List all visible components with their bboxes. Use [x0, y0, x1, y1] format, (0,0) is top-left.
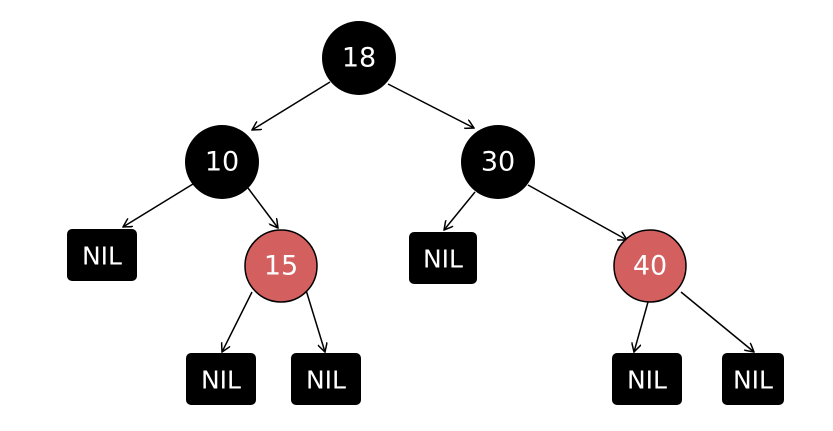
nil-box [291, 353, 361, 405]
node-30-circle [461, 125, 535, 199]
node-18: 18 [322, 21, 396, 95]
edges [123, 81, 754, 352]
nil-leaf-15-right: NIL [291, 353, 361, 405]
edge-10-15 [247, 187, 278, 228]
node-40: 40 [613, 229, 687, 303]
edge-10-nil-left [123, 183, 194, 227]
edge-40-nil-right [680, 291, 754, 352]
nil-box [186, 353, 256, 405]
node-10-circle [185, 125, 259, 199]
nil-leaf-40-right: NIL [722, 353, 784, 405]
node-10: 10 [185, 125, 259, 199]
node-10-label: 10 [205, 147, 239, 178]
nil-leaf-30-left: NIL [409, 232, 477, 284]
nil-box [409, 232, 477, 284]
nil-box [612, 353, 682, 405]
edge-18-30 [387, 83, 474, 128]
node-40-label: 40 [633, 251, 667, 282]
node-30-label: 30 [481, 147, 515, 178]
edge-15-nil-left [222, 291, 253, 352]
node-15-label: 15 [264, 251, 298, 282]
node-15-circle [244, 229, 318, 303]
edge-18-10 [252, 81, 331, 130]
nil-label: NIL [82, 242, 122, 271]
node-18-label: 18 [342, 43, 376, 74]
edge-15-nil-right [305, 289, 325, 352]
nil-label: NIL [201, 366, 241, 395]
node-15: 15 [244, 229, 318, 303]
nil-label: NIL [733, 366, 773, 395]
edge-30-40 [527, 184, 627, 240]
nil-label: NIL [306, 366, 346, 395]
nil-label: NIL [627, 366, 667, 395]
node-18-circle [322, 21, 396, 95]
nil-box [722, 353, 784, 405]
edge-40-nil-left [634, 301, 649, 352]
nil-leaf-15-left: NIL [186, 353, 256, 405]
node-30: 30 [461, 125, 535, 199]
nil-label: NIL [423, 245, 463, 274]
node-40-circle [613, 229, 687, 303]
edge-30-nil-left [444, 191, 476, 230]
nil-leaf-10-left: NIL [67, 229, 137, 281]
nil-box [67, 229, 137, 281]
nil-leaf-40-left: NIL [612, 353, 682, 405]
